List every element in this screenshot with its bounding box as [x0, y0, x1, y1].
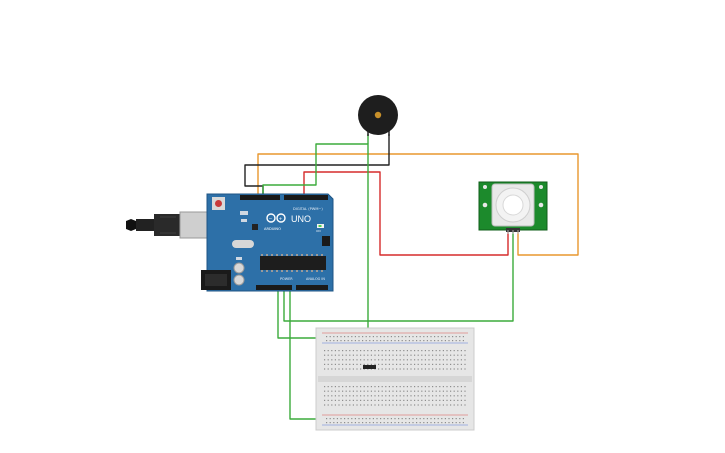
board-maker-label: ARDUINO — [264, 227, 281, 231]
on-led-label: ON — [316, 229, 321, 233]
jumper-component[interactable] — [363, 365, 376, 369]
arduino-logo: − + — [266, 213, 286, 223]
usb-connector-icon — [126, 211, 225, 239]
wire-red[interactable] — [303, 171, 509, 256]
wire-green-sensor[interactable] — [283, 232, 514, 322]
power-header-label: POWER — [280, 277, 293, 281]
wire-orange[interactable] — [257, 153, 579, 256]
wires — [244, 134, 579, 420]
breadboard-holes — [324, 336, 466, 424]
wire-green-rail-top[interactable] — [277, 291, 326, 339]
svg-text:−: − — [269, 217, 273, 222]
wire-green-rail-bottom[interactable] — [289, 291, 326, 420]
digital-header-label: DIGITAL (PWM~) — [293, 207, 323, 211]
piezo-buzzer-icon[interactable] — [358, 95, 398, 136]
breadboard[interactable] — [315, 327, 475, 431]
wire-green-top-loop[interactable] — [262, 143, 369, 368]
analog-header-label: ANALOG IN — [306, 277, 325, 281]
reset-button-icon[interactable] — [212, 197, 225, 210]
pir-motion-sensor-icon[interactable] — [478, 181, 548, 234]
arduino-uno-board[interactable]: DIGITAL (PWM~) − + UNO ARDUINO ON — [126, 193, 334, 292]
board-brand-label: UNO — [291, 214, 311, 224]
svg-text:+: + — [279, 216, 283, 222]
